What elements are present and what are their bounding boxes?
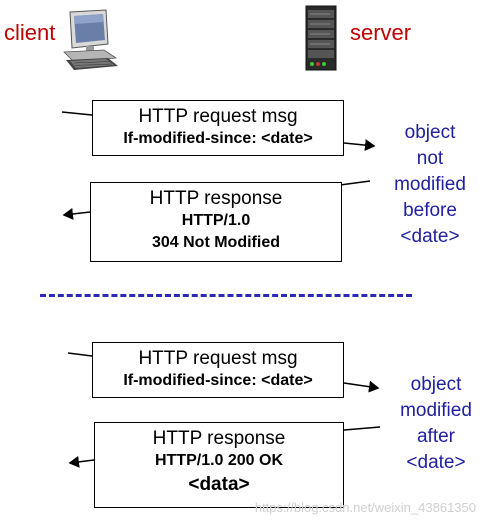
server-rack-icon	[300, 4, 342, 72]
request-title: HTTP request msg	[138, 348, 298, 369]
request-header: If-modified-since: <date>	[123, 372, 313, 389]
note-not-modified: object not modified before <date>	[382, 120, 478, 250]
response-title: HTTP response	[152, 428, 286, 449]
note-line: before	[403, 200, 457, 221]
note-line: <date>	[400, 226, 460, 247]
note-modified: object modified after <date>	[392, 372, 480, 476]
note-line: after	[416, 426, 456, 447]
response-status-line: HTTP/1.0 200 OK	[154, 452, 284, 469]
request-box-1: HTTP request msg If-modified-since: <dat…	[92, 100, 344, 156]
note-line: object	[404, 122, 456, 143]
response-status-line: HTTP/1.0	[181, 212, 251, 229]
note-line: <date>	[406, 452, 466, 473]
client-label: client	[4, 20, 56, 45]
note-line: not	[416, 148, 444, 169]
note-line: modified	[394, 174, 466, 195]
response-title: HTTP response	[149, 188, 283, 209]
scenario-divider	[40, 294, 412, 297]
response-status-text: 304 Not Modified	[151, 234, 280, 251]
request-title: HTTP request msg	[138, 106, 298, 127]
response-data: <data>	[188, 474, 250, 495]
request-header: If-modified-since: <date>	[123, 130, 313, 147]
desktop-computer-icon	[60, 8, 120, 72]
watermark-url: https://blog.csdn.net/weixin_43861350	[254, 500, 476, 515]
response-box-1: HTTP response HTTP/1.0 304 Not Modified	[90, 182, 342, 262]
response-box-2: HTTP response HTTP/1.0 200 OK <data>	[94, 422, 344, 508]
server-label: server	[350, 20, 412, 45]
note-line: object	[410, 374, 462, 395]
note-line: modified	[400, 400, 472, 421]
request-box-2: HTTP request msg If-modified-since: <dat…	[92, 342, 344, 398]
